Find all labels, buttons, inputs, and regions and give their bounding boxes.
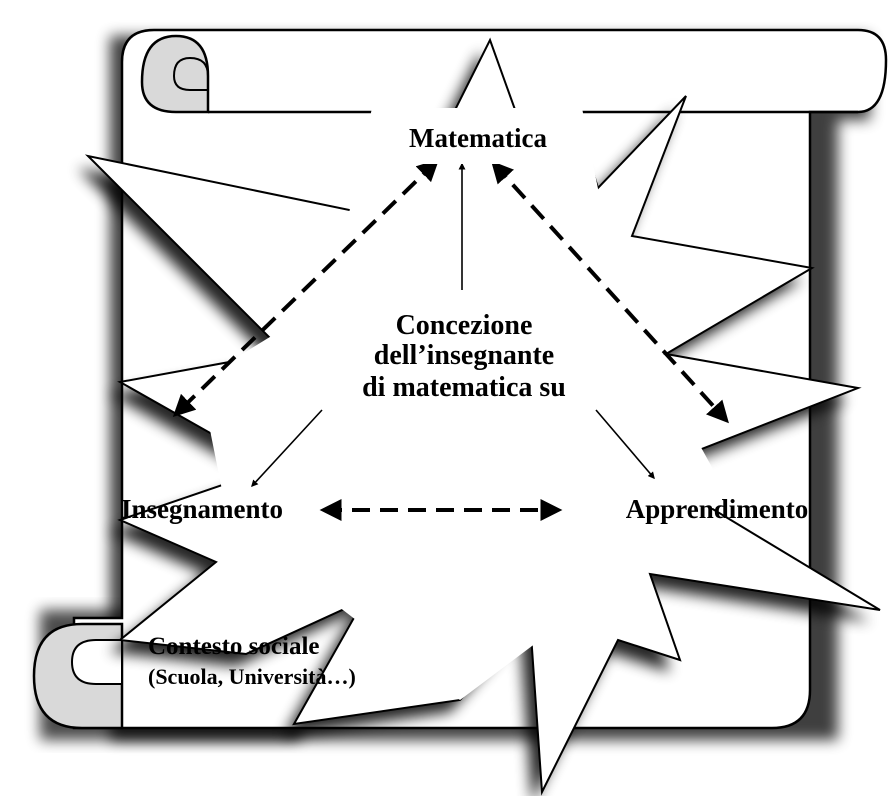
context-line-2: (Scuola, Università…) (148, 664, 356, 689)
label-bg-matematica (372, 116, 580, 164)
dashed-arrow-matematica-apprendimento (491, 160, 729, 424)
relations (172, 158, 729, 521)
arrow-to-insegnamento (251, 409, 323, 488)
center-line-1: Concezione (396, 310, 533, 341)
node-insegnamento: Insegnamento (121, 494, 283, 524)
node-matematica: Matematica (409, 123, 547, 153)
labels: Matematica Concezione dell’insegnante di… (121, 116, 808, 689)
scroll-top-curl-inner (172, 56, 209, 91)
dashed-arrow-matematica-insegnamento (172, 158, 440, 418)
center-line-3: di matematica su (362, 372, 566, 403)
arrow-to-apprendimento (595, 409, 655, 480)
node-apprendimento: Apprendimento (626, 494, 809, 524)
scroll-bottom-curl-inner (70, 639, 123, 685)
context-line-1: Contesto sociale (148, 633, 320, 660)
center-line-2: dell’insegnante (374, 340, 554, 371)
